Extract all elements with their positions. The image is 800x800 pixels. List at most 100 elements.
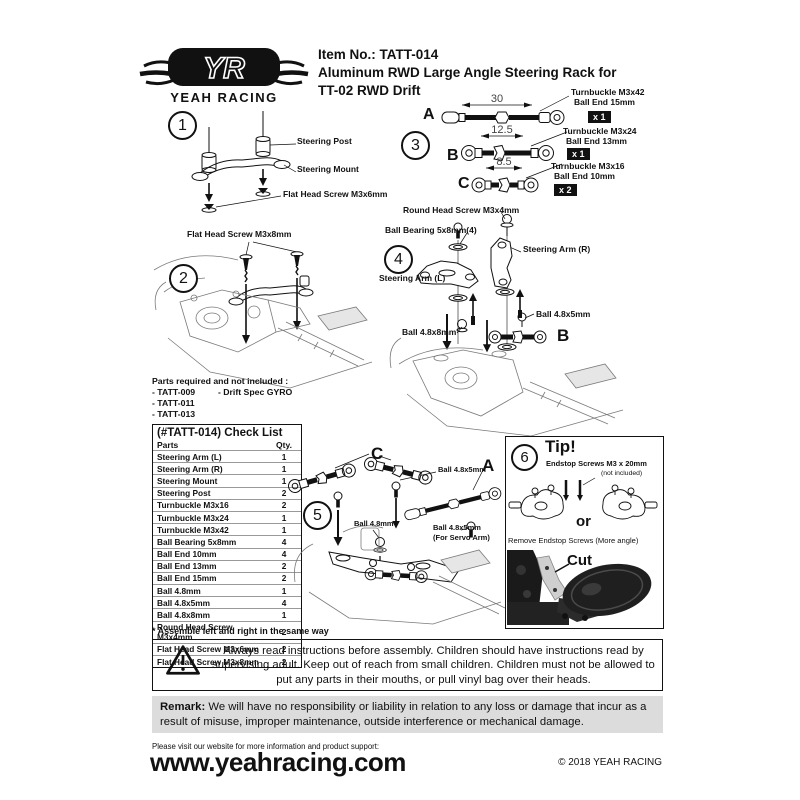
part-name: Round Head Screw M3x4mm — [153, 620, 267, 644]
part-name: Flat Head Screw M3x6mm — [153, 642, 267, 656]
label-turnbuckle-m3x42: Turnbuckle M3x42 — [571, 87, 645, 97]
tip-box — [505, 436, 664, 629]
table-row: Steering Arm (R)1 — [153, 462, 301, 475]
qty-badge-c: x 2 — [554, 184, 577, 196]
part-qty: 1 — [267, 449, 301, 463]
step-1-drawing — [191, 111, 297, 213]
item-number: Item No.: TATT-014 — [318, 47, 439, 62]
part-name: Steering Mount — [153, 474, 267, 488]
step-4-drawing — [389, 211, 624, 437]
part-name: Ball 4.8x5mm — [153, 596, 267, 609]
logo-monogram: YR — [203, 52, 245, 85]
label-ball-48: Ball 4.8mm — [354, 519, 394, 528]
label-ball-48x5: Ball 4.8x5mm — [536, 309, 591, 319]
part-qty: 4 — [267, 547, 301, 561]
part-qty: 2 — [267, 486, 301, 500]
turnbuckle-a-letter: A — [423, 106, 435, 123]
step-1-number: 1 — [168, 111, 197, 140]
part-name: Flat Head Screw M3x8mm — [153, 655, 267, 668]
step-2-drawing — [153, 241, 373, 389]
turnbuckle-c-drawing: 8.5 — [471, 156, 563, 193]
label-ball-48x8: Ball 4.8x8mm — [402, 327, 457, 337]
part-name: Steering Arm (R) — [153, 462, 267, 475]
label-remove-endstop: Remove Endstop Screws (More angle) — [508, 536, 639, 545]
part-qty: 1 — [267, 462, 301, 475]
svg-text:8.5: 8.5 — [496, 156, 511, 168]
part-name: Ball End 15mm — [153, 571, 267, 585]
part-qty: 2 — [267, 498, 301, 512]
title-line-2: Aluminum RWD Large Angle Steering Rack f… — [318, 64, 617, 80]
part-qty: 2 — [267, 559, 301, 573]
remark-box: Remark: We will have no responsibility o… — [152, 696, 663, 734]
column-header-qty: Qty. — [276, 440, 292, 450]
part-name: Ball 4.8mm — [153, 584, 267, 597]
part-name: Ball 4.8x8mm — [153, 608, 267, 622]
part-name: Steering Arm (L) — [153, 449, 267, 463]
tip-or-text: or — [576, 513, 591, 530]
label-ball-48x5-top: Ball 4.8x5mm — [438, 465, 486, 474]
part-qty: 2 — [267, 655, 301, 668]
parts-required-item: - TATT-011 — [152, 398, 195, 409]
part-name: Turnbuckle M3x42 — [153, 523, 267, 536]
step-4-number: 4 — [384, 245, 413, 274]
label-ball-end-13mm: Ball End 13mm — [566, 136, 627, 146]
warning-box: Always read instructions before assembly… — [152, 639, 663, 691]
part-qty: 2 — [267, 571, 301, 585]
part-qty: 1 — [267, 523, 301, 536]
step-5-drawing — [286, 453, 506, 625]
tip-photo: Cut — [507, 550, 660, 625]
tip-title: Tip! — [545, 437, 576, 456]
turnbuckle-c-letter: C — [458, 175, 470, 192]
remark-text: We will have no responsibility or liabil… — [160, 701, 647, 728]
assembly-footnote: * Assemble left and right in the same wa… — [152, 626, 329, 636]
part-qty: 2 — [267, 620, 301, 644]
step-5-number: 5 — [303, 501, 332, 530]
warning-triangle-icon — [166, 645, 200, 675]
part-name: Turnbuckle M3x24 — [153, 510, 267, 524]
cut-label: Cut — [567, 552, 592, 569]
copyright-text: © 2018 YEAH RACING — [558, 757, 662, 768]
label-steering-post: Steering Post — [297, 136, 352, 146]
qty-badge-a: x 1 — [588, 111, 611, 123]
check-list-title: (#TATT-014) Check List — [157, 427, 283, 439]
part-qty: 2 — [267, 642, 301, 656]
turnbuckle-b-drawing: 12.5 — [461, 124, 568, 162]
label-steering-mount: Steering Mount — [297, 164, 359, 174]
parts-required-item: - TATT-009 — [152, 387, 196, 398]
logo-name: YEAH RACING — [170, 90, 278, 105]
step-2-number: 2 — [169, 264, 198, 293]
part-name: Steering Post — [153, 486, 267, 500]
step-3-number: 3 — [401, 131, 430, 160]
parts-required-note: Parts required and not included : - TATT… — [152, 376, 292, 421]
table-row: Steering Arm (L)1 — [153, 449, 301, 463]
label-round-head-screw: Round Head Screw M3x4mm — [403, 205, 520, 215]
website-url: www.yeahracing.com — [150, 747, 406, 777]
label-ball-48x5-servo: Ball 4.8x5mm — [433, 523, 481, 532]
label-not-included: (not included) — [601, 470, 643, 477]
svg-text:30: 30 — [491, 93, 503, 105]
label-endstop-screws: Endstop Screws M3 x 20mm — [546, 459, 647, 468]
part-qty: 1 — [267, 608, 301, 622]
label-flat-head-m3x8: Flat Head Screw M3x8mm — [187, 229, 292, 239]
label-for-servo-arm: (For Servo Arm) — [433, 533, 490, 542]
label-ball-end-10mm: Ball End 10mm — [554, 171, 615, 181]
step-6-number: 6 — [511, 444, 538, 471]
part-name: Turnbuckle M3x16 — [153, 498, 267, 512]
part-qty: 1 — [267, 584, 301, 597]
title-line-3: TT-02 RWD Drift — [318, 82, 421, 98]
part-name: Ball Bearing 5x8mm — [153, 535, 267, 548]
label-steering-arm-l: Steering Arm (L) — [379, 273, 446, 283]
part-name: Ball End 13mm — [153, 559, 267, 573]
part-name: Ball End 10mm — [153, 547, 267, 561]
assembly-b-letter: B — [557, 326, 570, 345]
